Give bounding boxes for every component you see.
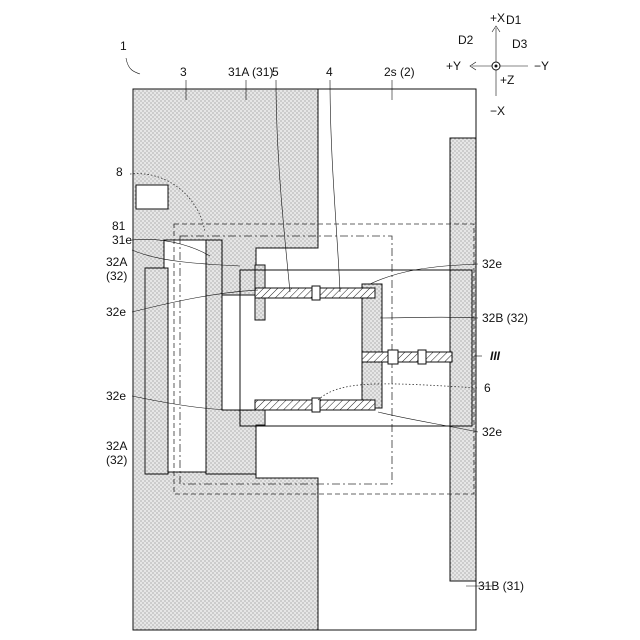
label-32A-bot-b: (32) xyxy=(106,453,127,467)
label-5: 5 xyxy=(272,65,279,79)
axis-plus-x: +X xyxy=(490,11,505,25)
axis-indicator: +X −X +Y −Y +Z D1 D2 D3 xyxy=(446,11,549,118)
label-81: 81 xyxy=(112,219,126,233)
label-32e-2: 32e xyxy=(106,389,126,403)
axis-plus-z: +Z xyxy=(500,73,514,87)
label-31e: 31e xyxy=(112,233,132,247)
anchor-lower xyxy=(312,398,320,412)
figure-number-leader xyxy=(126,58,140,74)
label-32A-top-a: 32A xyxy=(106,255,127,269)
label-3: 3 xyxy=(180,65,187,79)
axis-plus-y: +Y xyxy=(446,59,461,73)
beam-right xyxy=(362,352,452,362)
label-32e-3: 32e xyxy=(482,257,502,271)
label-2s: 2s (2) xyxy=(384,65,415,79)
label-6: 6 xyxy=(484,381,491,395)
axis-minus-x: −X xyxy=(490,104,505,118)
label-32B: 32B (32) xyxy=(482,311,528,325)
axis-d1: D1 xyxy=(506,13,522,27)
label-32e-4: 32e xyxy=(482,425,502,439)
anchor-right-1 xyxy=(388,350,398,364)
axis-d3: D3 xyxy=(512,37,528,51)
label-32e-1: 32e xyxy=(106,305,126,319)
anchor-right-2 xyxy=(418,350,426,364)
label-32A-top-b: (32) xyxy=(106,269,127,283)
figure-number: 1 xyxy=(120,39,127,53)
slot-31A xyxy=(164,240,206,472)
anchor-upper xyxy=(312,286,320,300)
label-31B: 31B (31) xyxy=(478,579,524,593)
opening-8 xyxy=(136,185,168,209)
label-8: 8 xyxy=(116,165,123,179)
axis-minus-y: −Y xyxy=(534,59,549,73)
axis-d2: D2 xyxy=(458,33,474,47)
label-4: 4 xyxy=(326,65,333,79)
label-III: III xyxy=(490,349,501,363)
label-31A: 31A (31) xyxy=(228,65,273,79)
electrode-32B xyxy=(362,284,382,408)
electrode-32A-left xyxy=(145,268,168,474)
label-32A-bot-a: 32A xyxy=(106,439,127,453)
